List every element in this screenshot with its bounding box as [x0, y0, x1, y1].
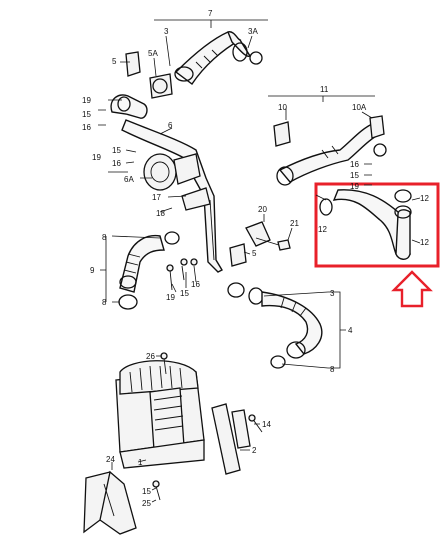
callout-20: 20 — [258, 205, 267, 214]
callout-19: 19 — [92, 153, 101, 162]
highlight-box — [314, 182, 440, 268]
callout-26: 26 — [146, 352, 155, 361]
callout-24: 24 — [106, 455, 115, 464]
callout-15: 15 — [142, 487, 151, 496]
callout-2: 2 — [252, 446, 257, 455]
callout-16: 16 — [112, 159, 121, 168]
callout-25: 25 — [142, 499, 151, 508]
sensor-part-5 — [227, 243, 247, 298]
callout-10: 10 — [278, 103, 287, 112]
callout-15: 15 — [350, 171, 359, 180]
leader-lines — [98, 19, 421, 503]
callout-5: 5 — [252, 249, 257, 258]
callout-3: 3 — [330, 289, 335, 298]
callout-7: 7 — [208, 9, 213, 18]
callout-8: 8 — [330, 365, 335, 374]
bolt-part-25 — [152, 480, 161, 501]
callout-19: 19 — [166, 293, 175, 302]
callout-15: 15 — [180, 289, 189, 298]
callout-6: 6 — [168, 121, 173, 130]
callout-15: 15 — [112, 146, 121, 155]
callout-17: 17 — [152, 193, 161, 202]
callout-5a: 5A — [148, 49, 158, 58]
callout-8: 8 — [102, 298, 107, 307]
fastener-set-19-15-16 — [166, 258, 198, 291]
callout-3a: 3A — [248, 27, 258, 36]
mounting-bracket-part-2 — [211, 403, 263, 475]
bracket-part-5 — [125, 51, 141, 77]
throttle-connector — [149, 73, 173, 99]
up-arrow-icon — [391, 270, 433, 308]
callout-14: 14 — [262, 420, 271, 429]
center-lower-hose — [248, 287, 323, 369]
callout-16: 16 — [350, 160, 359, 169]
bolt-part-26 — [160, 352, 168, 375]
callout-3: 3 — [164, 27, 169, 36]
upper-intake-hose — [174, 31, 263, 86]
callout-10a: 10A — [352, 103, 367, 112]
callout-19: 19 — [350, 182, 359, 191]
callout-16: 16 — [191, 280, 200, 289]
callout-15: 15 — [82, 110, 91, 119]
duct-part-24 — [83, 470, 137, 535]
callout-11: 11 — [320, 85, 329, 94]
callout-12: 12 — [420, 194, 429, 203]
callout-18: 18 — [156, 209, 165, 218]
callout-21: 21 — [290, 219, 299, 228]
valve-housing — [143, 153, 211, 211]
callout-19: 19 — [82, 96, 91, 105]
callout-16: 16 — [82, 123, 91, 132]
callout-9: 9 — [90, 266, 95, 275]
callout-12: 12 — [318, 225, 327, 234]
callout-labels: 7 3 3A 5 5A 19 15 16 6 15 16 19 6A 17 18… — [82, 9, 429, 508]
callout-4: 4 — [348, 326, 353, 335]
callout-6a: 6A — [124, 175, 134, 184]
intercooler — [115, 360, 205, 469]
bracket-part-20 — [245, 221, 291, 251]
highlighted-intercooler-hose — [319, 189, 412, 260]
right-charge-pipe — [273, 115, 387, 186]
callout-5: 5 — [112, 57, 117, 66]
callout-8: 8 — [102, 233, 107, 242]
callout-12: 12 — [420, 238, 429, 247]
callout-1: 1 — [138, 458, 143, 467]
